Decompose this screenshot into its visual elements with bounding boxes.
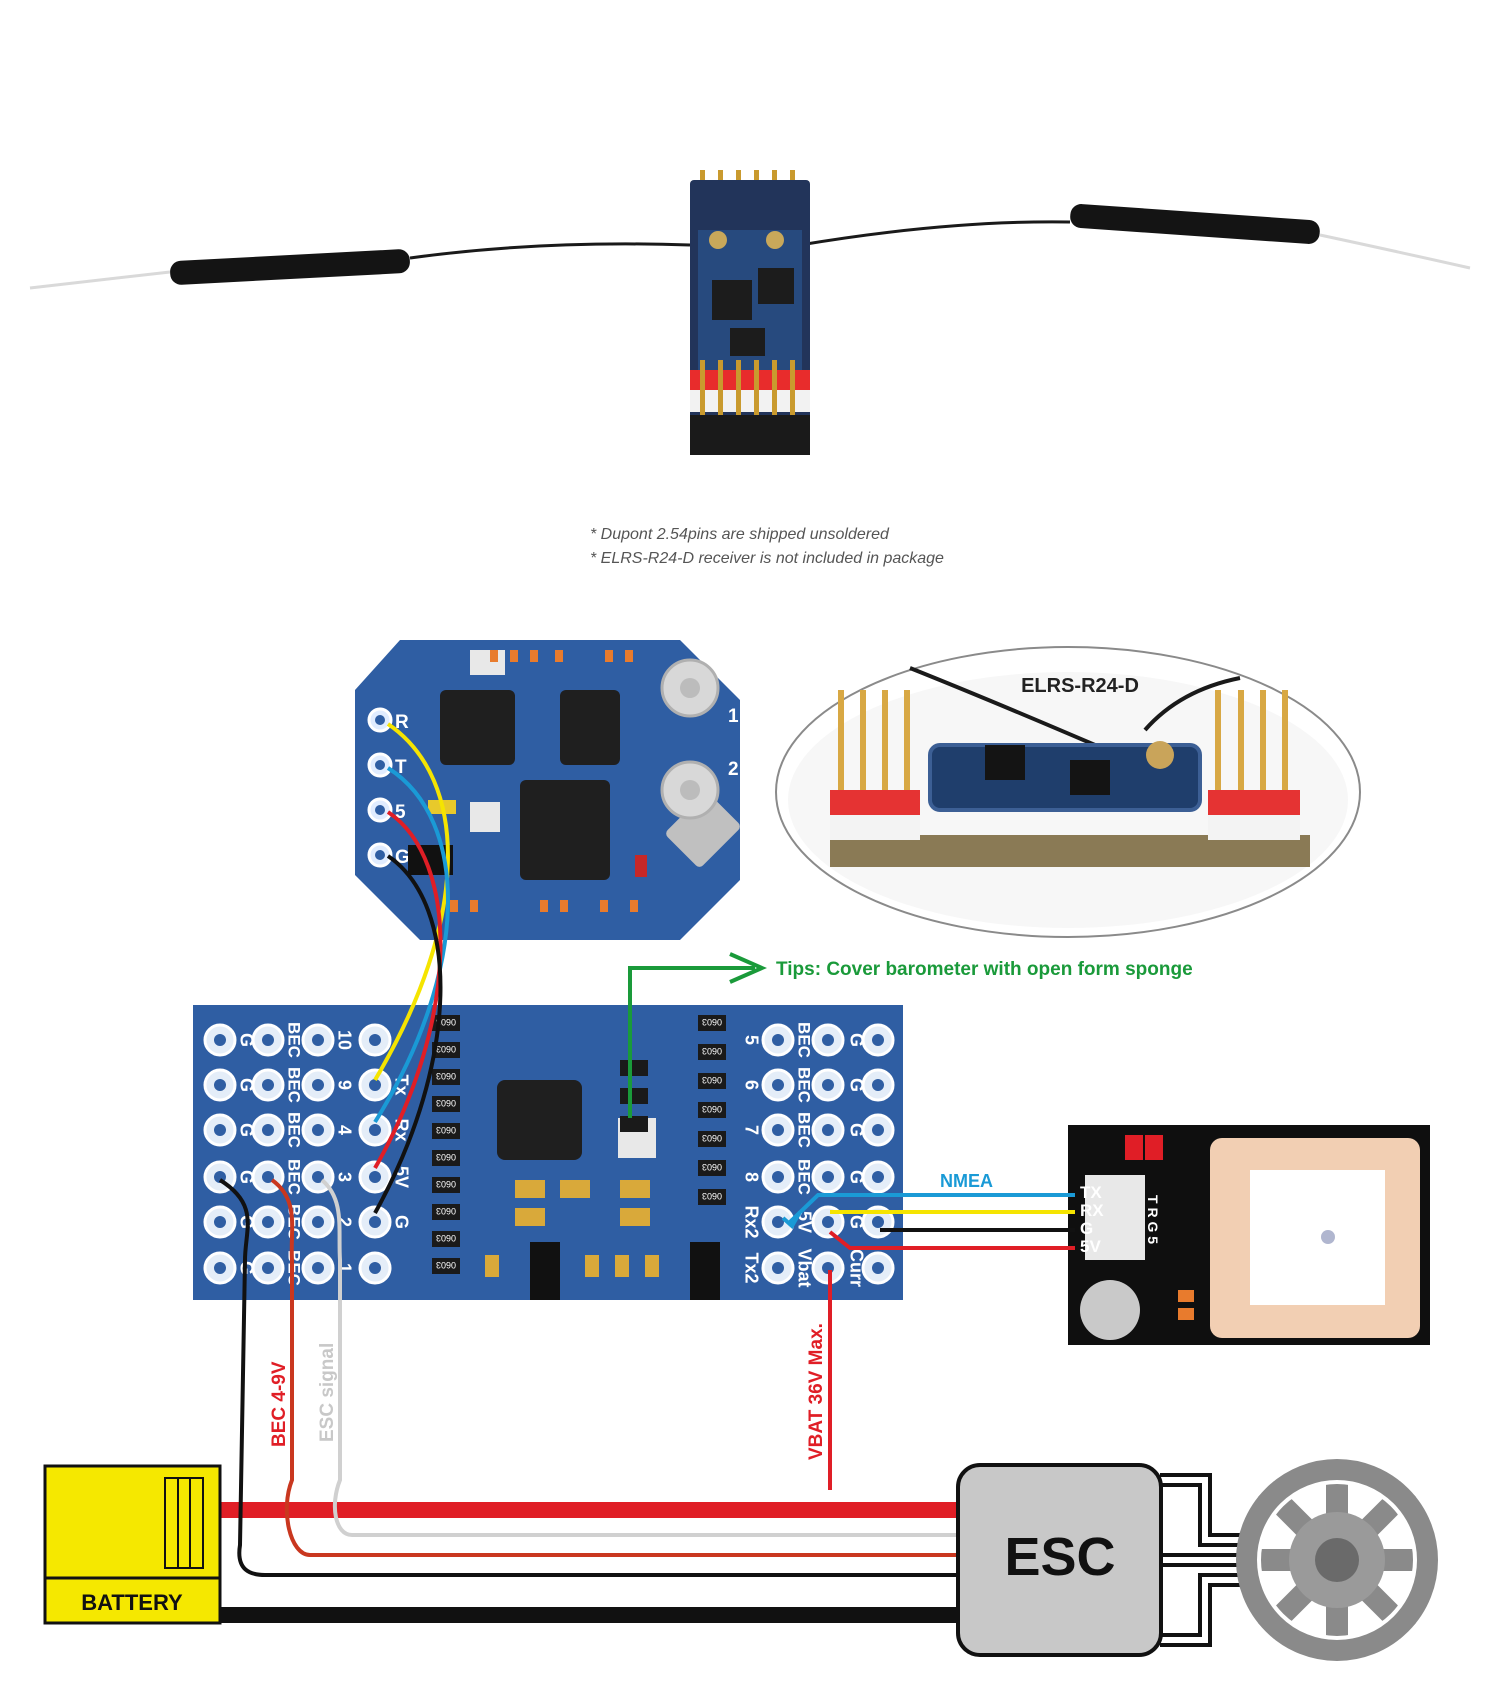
note-pins: * Dupont 2.54pins are shipped unsoldered [590, 526, 889, 543]
uart-label: Tx [391, 1074, 411, 1095]
right-channel-label: 8 [741, 1172, 761, 1182]
left-channel-label: 9 [334, 1080, 354, 1090]
receiver-inset-title: ELRS-R24-D [1021, 675, 1139, 697]
battery: BATTERY [43, 1464, 222, 1625]
uart-wires [373, 722, 450, 1214]
chip-code: 0603 [436, 1125, 456, 1135]
chip-code: 0603 [702, 1133, 722, 1143]
chip-code: 0603 [702, 1017, 722, 1027]
left-bec-label: BEC [285, 1204, 304, 1240]
left-channel-label: 4 [334, 1125, 354, 1135]
left-g-label: G [236, 1170, 256, 1184]
chip-code: 0603 [436, 1152, 456, 1162]
left-channel-label: 3 [334, 1172, 354, 1182]
right-bec-label: BEC [795, 1067, 814, 1103]
left-bec-label: BEC [285, 1022, 304, 1058]
right-g-label: G [846, 1170, 866, 1184]
receiver-inset: ELRS-R24-D [775, 646, 1361, 938]
esc-label: ESC [1004, 1527, 1115, 1587]
gps-silkscreen: T R G 5 [1145, 1195, 1161, 1244]
right-bec-label: BEC [795, 1112, 814, 1148]
right-bec-label: BEC [795, 1022, 814, 1058]
right-channel-label: 5 [741, 1035, 761, 1045]
gps-pin-rx: RX [1080, 1201, 1104, 1220]
left-g-label: G [236, 1123, 256, 1137]
battery-label: BATTERY [81, 1590, 183, 1615]
chip-code: 0603 [702, 1046, 722, 1056]
main-board: 0603 0603 0603 0603 0603 0603 0603 0603 0603 0603… [193, 1005, 903, 1300]
uart-label: G [391, 1215, 411, 1229]
chip-code: 0603 [436, 1206, 456, 1216]
left-bec-label: BEC [285, 1112, 304, 1148]
top-pin-5: 5 [395, 802, 406, 823]
top-board: R T 5 G 1 2 [355, 640, 740, 940]
chip-code: 0603 [436, 1044, 456, 1054]
right-power-label: Vbat [794, 1248, 814, 1287]
chip-code: 0603 [436, 1017, 456, 1027]
tips-text: Tips: Cover barometer with open form spo… [776, 959, 1193, 980]
right-channel-label: 6 [741, 1080, 761, 1090]
right-g-label: G [846, 1033, 866, 1047]
left-bec-label: BEC [285, 1250, 304, 1286]
motor-icon [1236, 1459, 1438, 1661]
gps-wires: NMEA [781, 1171, 1075, 1250]
note-receiver: * ELRS-R24-D receiver is not included in… [590, 550, 944, 567]
esc: ESC [956, 1463, 1163, 1657]
right-g-label: G [846, 1123, 866, 1137]
right-outer-label: G [846, 1215, 866, 1229]
chip-code: 0603 [436, 1260, 456, 1270]
left-g-label: G [236, 1033, 256, 1047]
tips-arrow: Tips: Cover barometer with open form spo… [628, 952, 1193, 1118]
chip-code: 0603 [436, 1071, 456, 1081]
esc-signal-label: ESC signal [317, 1343, 338, 1442]
left-g-label: G [236, 1078, 256, 1092]
power-wires-inner [1160, 1477, 1250, 1643]
right-bec-label: BEC [795, 1159, 814, 1195]
gps-pin-5v: 5V [1080, 1237, 1101, 1256]
chip-code: 0603 [436, 1233, 456, 1243]
chip-code: 0603 [702, 1191, 722, 1201]
left-bec-label: BEC [285, 1159, 304, 1195]
antenna-port-2: 2 [728, 759, 739, 780]
top-pin-r: R [395, 712, 409, 733]
vbat-wire-label: VBAT 36V Max. [806, 1323, 827, 1460]
right-channel-label: 7 [741, 1125, 761, 1135]
left-bec-label: BEC [285, 1067, 304, 1103]
bec-wire-label: BEC 4-9V [269, 1361, 290, 1447]
chip-code: 0603 [436, 1179, 456, 1189]
chip-code: 0603 [702, 1075, 722, 1085]
gps-module: T R G 5 TX RX G 5V [1068, 1125, 1430, 1345]
left-channel-label: 1 [334, 1263, 354, 1273]
right-g-label: G [846, 1078, 866, 1092]
left-channel-label: 10 [334, 1030, 354, 1050]
left-channel-label: 2 [334, 1217, 354, 1227]
right-uart2-label: Rx2 [741, 1205, 761, 1238]
gps-pin-g: G [1080, 1219, 1093, 1238]
right-uart2-label: Tx2 [741, 1252, 761, 1283]
chip-code: 0603 [436, 1098, 456, 1108]
nmea-label: NMEA [940, 1171, 993, 1191]
receiver-photo [29, 170, 1471, 455]
right-outer-label: Curr [846, 1249, 866, 1287]
chip-code: 0603 [702, 1104, 722, 1114]
chip-code: 0603 [702, 1162, 722, 1172]
antenna-port-1: 1 [728, 706, 739, 727]
gps-pin-tx: TX [1080, 1183, 1102, 1202]
